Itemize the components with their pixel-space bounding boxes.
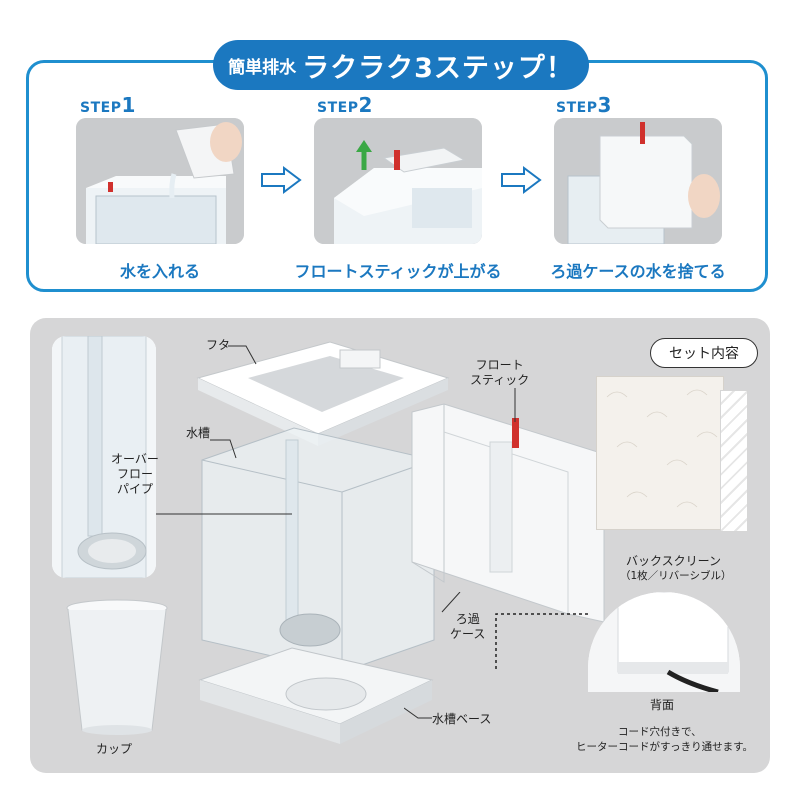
step-2-label: STEP2: [317, 93, 373, 117]
back-screen-label: バックスクリーン: [626, 554, 722, 568]
overflow-leader-line: [156, 513, 292, 515]
cup-label: カップ: [96, 742, 133, 756]
arrow-right-icon: [261, 166, 302, 194]
base-leader-line: [404, 707, 432, 719]
overflow-pipe-label: オーバー フロー パイプ: [111, 452, 159, 496]
lid-label: フタ: [206, 338, 231, 352]
arrow-right-icon: [501, 166, 542, 194]
step-3-image: [554, 118, 722, 244]
step-1-caption: 水を入れる: [119, 262, 200, 281]
tank-base-label: 水槽ベース: [432, 712, 492, 726]
cup-image: [66, 599, 168, 735]
step-1-label: STEP1: [80, 93, 136, 117]
filter-case-image: [411, 403, 605, 623]
lid-image: [196, 341, 450, 446]
headline-small: 簡単排水: [228, 57, 297, 78]
tank-base-image: [198, 647, 434, 744]
float-leader-line: [514, 388, 516, 422]
lid-leader-line: [228, 345, 257, 365]
back-view-dotted-leader: [495, 613, 588, 670]
filter-leader-line: [441, 592, 461, 613]
overflow-pipe-inset: [52, 336, 156, 578]
back-screen-image: [596, 376, 724, 530]
back-screen-note: （1枚／リバーシブル）: [620, 570, 732, 582]
step-2-caption: フロートスティックが上がる: [294, 262, 502, 281]
headline-big: ラクラク3ステップ！: [302, 52, 574, 84]
step-3-label: STEP3: [556, 93, 612, 117]
back-screen-reverse-image: [720, 390, 748, 532]
filter-case-label: ろ過 ケース: [450, 612, 486, 641]
set-contents-badge: セット内容: [650, 338, 758, 368]
step-1-image: [76, 118, 244, 244]
headline-banner: 簡単排水 ラクラク3ステップ！: [213, 40, 589, 90]
tank-leader-line: [210, 439, 237, 459]
cord-note-line-1: コード穴付きで、: [618, 726, 702, 738]
tank-image: [201, 427, 435, 673]
float-stick-label: フロート スティック: [470, 358, 530, 387]
step-3-caption: ろ過ケースの水を捨てる: [550, 262, 726, 281]
step-2-image: [314, 118, 482, 244]
cord-note-line-2: ヒーターコードがすっきり通せます。: [576, 741, 754, 753]
tank-label: 水槽: [186, 426, 211, 440]
back-label: 背面: [650, 698, 675, 712]
